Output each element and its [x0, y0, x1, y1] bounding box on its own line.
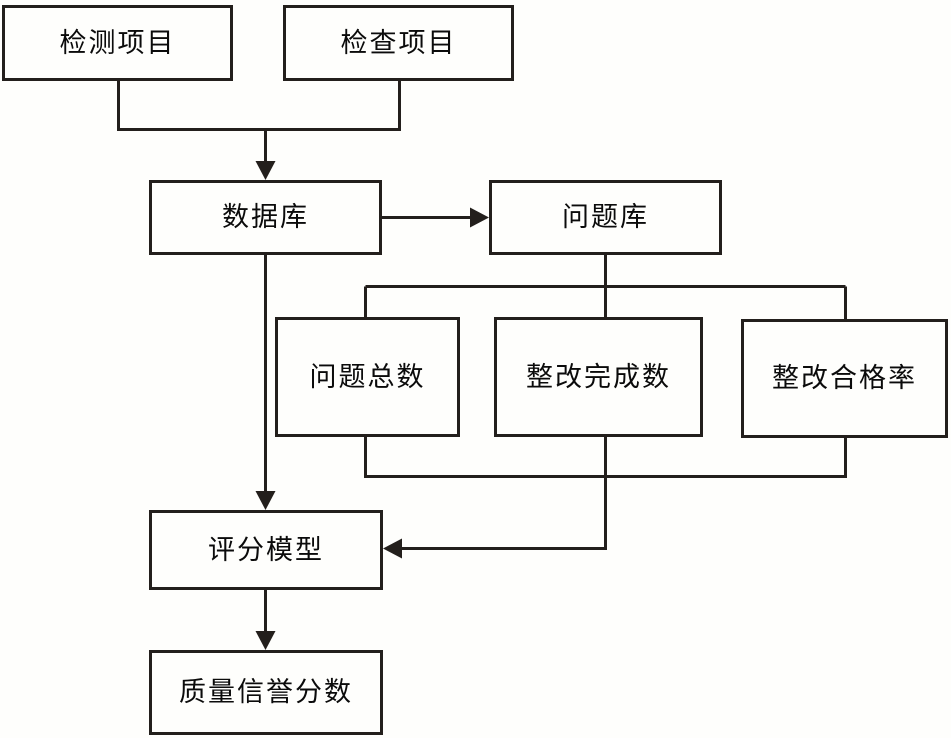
- node-detection-item[interactable]: 检测项目: [2, 5, 233, 81]
- node-label-detection-item: 检测项目: [59, 27, 176, 59]
- node-label-problem-base: 问题库: [562, 202, 649, 233]
- node-rectify-done[interactable]: 整改完成数: [494, 317, 703, 437]
- node-label-scoring-model: 评分模型: [208, 534, 324, 566]
- node-label-problem-total: 问题总数: [309, 361, 426, 393]
- node-problem-base[interactable]: 问题库: [489, 180, 722, 255]
- node-problem-total[interactable]: 问题总数: [275, 317, 460, 437]
- node-label-rectify-done: 整改完成数: [526, 361, 671, 393]
- node-inspection-item[interactable]: 检查项目: [283, 5, 514, 81]
- node-label-rectify-rate: 整改合格率: [772, 363, 917, 394]
- node-label-database: 数据库: [222, 202, 309, 233]
- edge-collect-to-scoring-model: [392, 476, 607, 550]
- node-label-inspection-item: 检查项目: [340, 27, 457, 59]
- arrowhead-into-scoring-model-right: [383, 538, 402, 559]
- arrowhead-into-scoring-model-top: [255, 491, 276, 510]
- node-rectify-rate[interactable]: 整改合格率: [741, 319, 948, 438]
- node-scoring-model[interactable]: 评分模型: [149, 510, 383, 590]
- arrowhead-into-credit-score: [255, 631, 276, 650]
- node-database[interactable]: 数据库: [149, 180, 382, 255]
- arrowhead-into-problem-base: [470, 207, 489, 228]
- node-credit-score[interactable]: 质量信誉分数: [149, 650, 383, 735]
- arrowhead-into-database: [255, 161, 276, 180]
- node-label-credit-score: 质量信誉分数: [179, 677, 353, 708]
